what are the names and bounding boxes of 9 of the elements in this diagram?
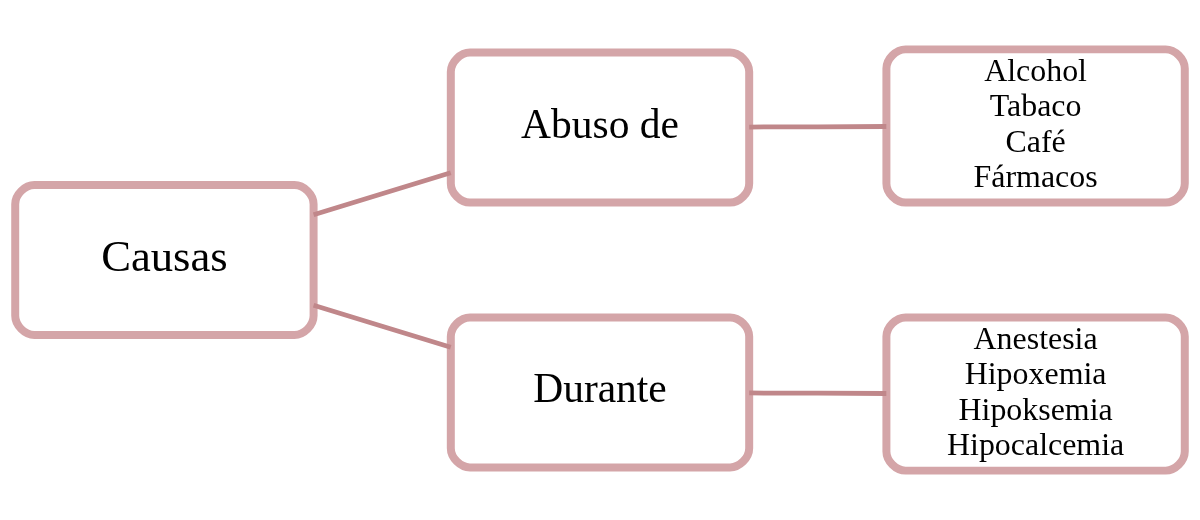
node-box: Anestesia Hipoxemia Hipoksemia Hipocalcemia [882, 313, 1189, 475]
connector [749, 124, 887, 130]
node-box: Durante [446, 313, 754, 472]
node-box: Alcohol Tabaco Café Fármacos [882, 45, 1189, 207]
connector [749, 390, 887, 396]
connector [312, 302, 452, 350]
connector [312, 170, 452, 218]
node-box: Causas [11, 181, 318, 339]
node-box: Abuso de [446, 48, 754, 207]
